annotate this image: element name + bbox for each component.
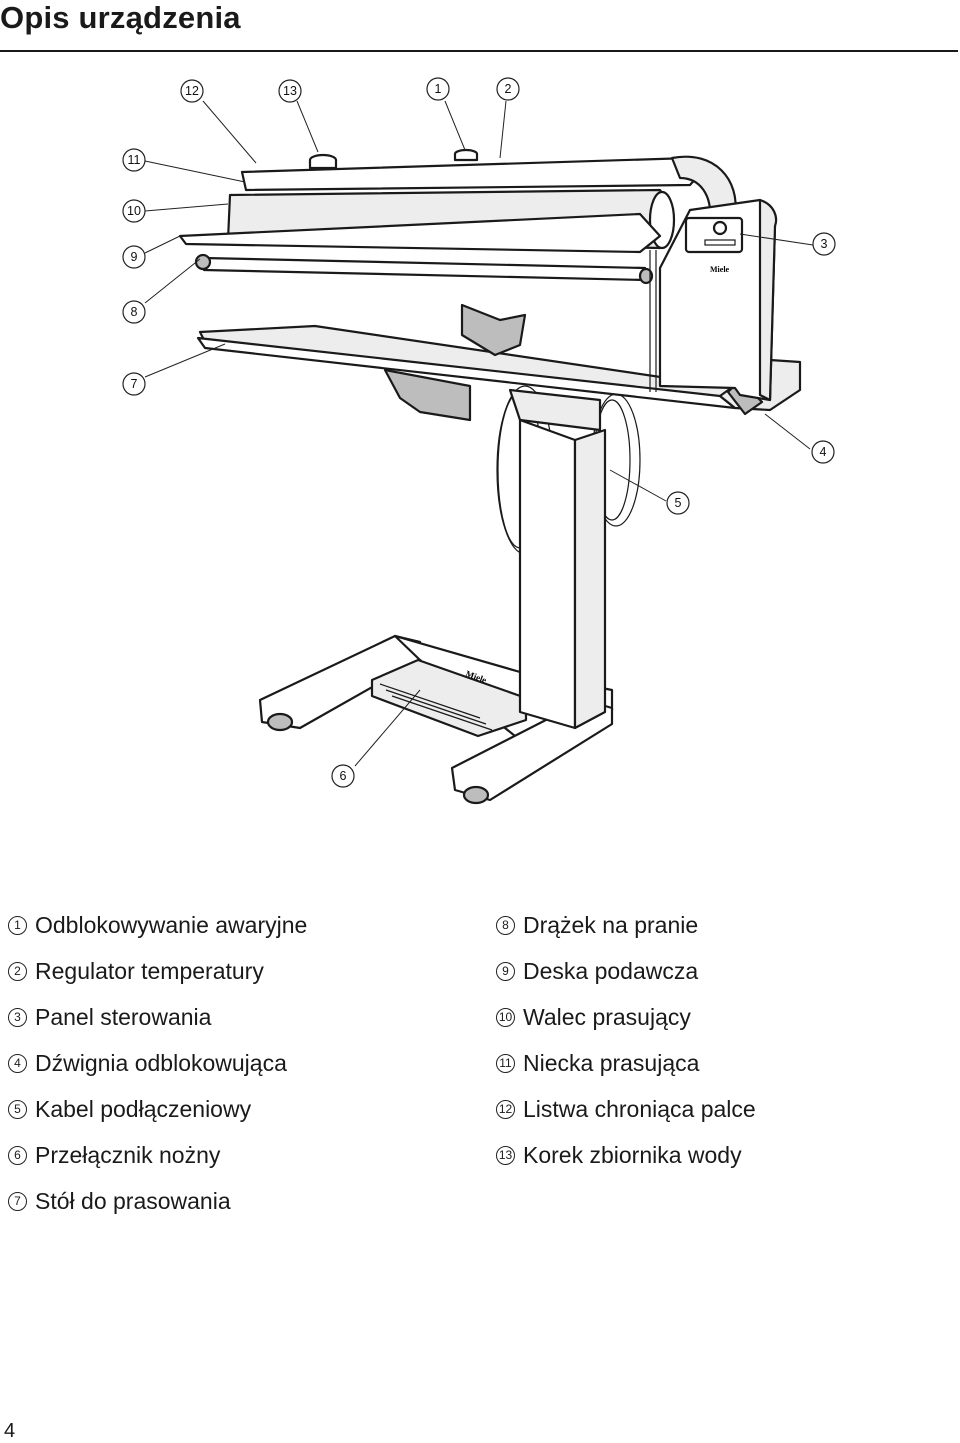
brand-logo-panel: Miele <box>710 265 730 274</box>
legend-text: Panel sterowania <box>35 1004 212 1030</box>
svg-text:8: 8 <box>131 305 138 319</box>
callout-9: 9 <box>122 245 146 269</box>
legend-item: 6 Przełącznik nożny <box>8 1132 307 1178</box>
svg-text:4: 4 <box>820 445 827 459</box>
svg-text:6: 6 <box>340 769 347 783</box>
callout-10: 10 <box>122 199 146 223</box>
callout-7: 7 <box>122 372 146 396</box>
legend-number: 3 <box>8 1007 27 1027</box>
legend-text: Stół do prasowania <box>35 1188 231 1214</box>
legend-number: 8 <box>496 915 515 935</box>
svg-text:7: 7 <box>131 377 138 391</box>
legend-item: 8 Drążek na pranie <box>496 902 756 948</box>
roller-assembly <box>178 148 737 392</box>
legend-text: Niecka prasująca <box>523 1050 700 1076</box>
svg-text:9: 9 <box>131 250 138 264</box>
legend-text: Regulator temperatury <box>35 958 264 984</box>
legend-item: 2 Regulator temperatury <box>8 948 307 994</box>
page-number: 4 <box>4 1420 16 1442</box>
svg-text:10: 10 <box>127 204 141 218</box>
ironing-table <box>196 324 802 416</box>
callout-6: 6 <box>331 764 355 788</box>
page-title: Opis urządzenia <box>0 0 241 35</box>
svg-text:12: 12 <box>185 84 199 98</box>
legend-item: 4 Dźwignia odblokowująca <box>8 1040 307 1086</box>
legend-text: Odblokowywanie awaryjne <box>35 912 308 938</box>
title-divider <box>0 50 958 52</box>
legend-number: 9 <box>496 961 515 981</box>
svg-text:1: 1 <box>435 82 442 96</box>
legend-number: 6 <box>8 1145 27 1165</box>
callout-5: 5 <box>666 491 690 515</box>
svg-text:5: 5 <box>675 496 682 510</box>
legend-number: 1 <box>8 915 27 935</box>
callout-8: 8 <box>122 300 146 324</box>
callout-1: 1 <box>426 77 450 101</box>
legend-number: 4 <box>8 1053 27 1073</box>
legend-text: Drążek na pranie <box>523 912 699 938</box>
legend-number: 11 <box>496 1053 515 1073</box>
callout-3: 3 <box>812 232 836 256</box>
legend-number: 2 <box>8 961 27 981</box>
callout-2: 2 <box>496 77 520 101</box>
legend-item: 3 Panel sterowania <box>8 994 307 1040</box>
callout-12: 12 <box>180 79 204 103</box>
legend-number: 12 <box>496 1099 515 1119</box>
callout-4: 4 <box>811 440 835 464</box>
legend-item: 13 Korek zbiornika wody <box>496 1132 756 1178</box>
svg-text:3: 3 <box>821 237 828 251</box>
legend-item: 7 Stół do prasowania <box>8 1178 307 1224</box>
legend-item: 5 Kabel podłączeniowy <box>8 1086 307 1132</box>
svg-text:11: 11 <box>128 153 141 167</box>
legend-item: 1 Odblokowywanie awaryjne <box>8 902 307 948</box>
leader-lines <box>144 100 814 767</box>
legend-text: Korek zbiornika wody <box>523 1142 742 1168</box>
legend-text: Listwa chroniąca palce <box>523 1096 756 1122</box>
svg-text:2: 2 <box>505 82 512 96</box>
legend-number: 7 <box>8 1191 27 1211</box>
legend-number: 13 <box>496 1145 515 1165</box>
legend-item: 10 Walec prasujący <box>496 994 756 1040</box>
legend-text: Dźwignia odblokowująca <box>35 1050 287 1076</box>
legend-text: Walec prasujący <box>523 1004 691 1030</box>
column <box>383 368 607 730</box>
svg-text:13: 13 <box>283 84 297 98</box>
legend-number: 10 <box>496 1007 515 1027</box>
legend-left: 1 Odblokowywanie awaryjne 2 Regulator temp… <box>8 902 307 1224</box>
control-housing: Miele <box>658 198 778 402</box>
legend-right: 8 Drążek na pranie 9 Deska podawcza 10 Wale… <box>496 902 756 1178</box>
legend-item: 11 Niecka prasująca <box>496 1040 756 1086</box>
ironer-diagram: Miele <box>122 77 836 805</box>
callout-11: 11 <box>122 148 146 172</box>
legend-text: Deska podawcza <box>523 958 699 984</box>
legend-number: 5 <box>8 1099 27 1119</box>
legend-item: 12 Listwa chroniąca palce <box>496 1086 756 1132</box>
legend-text: Kabel podłączeniowy <box>35 1096 252 1122</box>
legend-text: Przełącznik nożny <box>35 1142 221 1168</box>
callout-13: 13 <box>278 79 302 103</box>
legend-item: 9 Deska podawcza <box>496 948 756 994</box>
